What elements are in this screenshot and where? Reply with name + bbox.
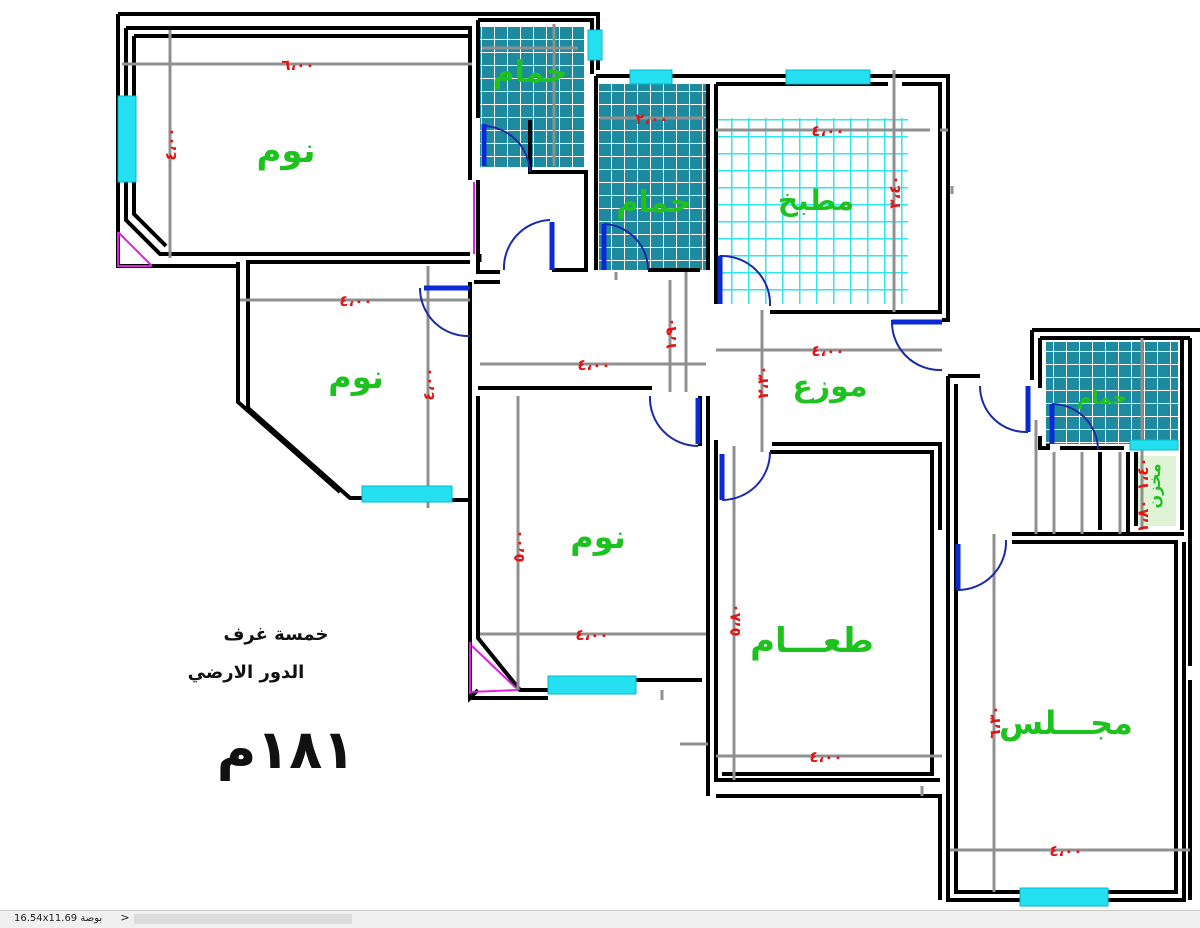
dim-mowazaa-width: ٢،٣٠ (754, 365, 772, 398)
dim-bath-2-width: ٢،٠٠ (635, 110, 668, 128)
dim-bedroom-3-height: ٥،٠٠ (510, 529, 528, 562)
dim-majlis-width: ٤،٠٠ (1049, 842, 1082, 860)
dim-dining-height: ٥،٨٠ (726, 603, 744, 636)
dim-bedroom-3-width: ٤،٠٠ (575, 626, 608, 644)
dim-bedroom-2-width: ٤،٠٠ (339, 292, 372, 310)
dimension-labels: ٦،٠٠ ٤،٠٠ ٢،٠٠ ٤،٠٠ ٣،٤٠ ٤،٠٠ ٤،٠٠ ١،٩٠ … (162, 56, 1152, 860)
dimension-lines (122, 24, 1190, 892)
window-bath-3 (1129, 439, 1179, 451)
dim-bedroom-1-height: ٤،٠٠ (162, 127, 180, 160)
room-label-majlis: مجـــلس (999, 704, 1133, 742)
dim-dining-width: ٤،٠٠ (809, 748, 842, 766)
room-label-bath-3: حمام (1077, 385, 1127, 409)
room-labels: نوم حمام حمام مطبخ نوم موزع حمام مخزن نو… (256, 55, 1164, 742)
note-rooms-count: خمسة غرف (224, 624, 329, 645)
scroll-right-button[interactable]: > (120, 911, 130, 924)
note-area: ١٨١م (217, 718, 355, 781)
dim-corridor-length: ٤،٠٠ (577, 356, 610, 374)
room-label-corridor: موزع (792, 369, 867, 404)
dim-corridor-width: ١،٩٠ (662, 317, 680, 350)
room-label-kitchen: مطبخ (778, 184, 854, 217)
window-bedroom-2 (361, 485, 453, 503)
room-label-bedroom-3: نوم (570, 518, 626, 556)
dim-storage-height: ١،٨٠ (1134, 499, 1152, 532)
window-bath-2 (629, 69, 673, 85)
window-bedroom-1 (117, 95, 137, 183)
room-label-bath-1: حمام (493, 55, 568, 90)
window-kitchen (785, 69, 871, 85)
horizontal-scrollbar[interactable] (134, 914, 352, 924)
paper-size-label: 16.54x11.69 بوصة (14, 913, 103, 924)
dim-bedroom-1-width: ٦،٠٠ (281, 56, 314, 74)
doors (117, 124, 1099, 694)
bath-3-tiles (1046, 342, 1178, 444)
window-majlis (1019, 887, 1109, 907)
status-bar: 16.54x11.69 بوصة > (0, 910, 1200, 928)
plan-notes: خمسة غرف الدور الارضي ١٨١م (188, 624, 356, 781)
dim-storage-width: ١،٤٠ (1134, 457, 1152, 490)
dim-majlis-height: ٦،٣٠ (986, 705, 1004, 738)
room-label-bedroom-1: نوم (256, 131, 315, 171)
dim-kitchen-lower-width: ٤،٠٠ (811, 342, 844, 360)
room-label-dining: طعـــام (750, 621, 874, 661)
kitchen-tiles (718, 118, 908, 304)
room-label-storage: مخزن (1145, 463, 1164, 508)
room-label-bath-2: حمام (617, 185, 692, 220)
dim-kitchen-height: ٣،٤٠ (886, 175, 904, 208)
dim-kitchen-width: ٤،٠٠ (811, 122, 844, 140)
note-floor: الدور الارضي (188, 662, 305, 683)
windows (117, 29, 1179, 907)
window-bath-1 (587, 29, 603, 61)
room-label-bedroom-2: نوم (328, 358, 384, 396)
window-bedroom-3 (547, 675, 637, 695)
bath-2-tiles (598, 84, 706, 270)
dim-bedroom-2-height: ٤،٠٠ (420, 367, 438, 400)
